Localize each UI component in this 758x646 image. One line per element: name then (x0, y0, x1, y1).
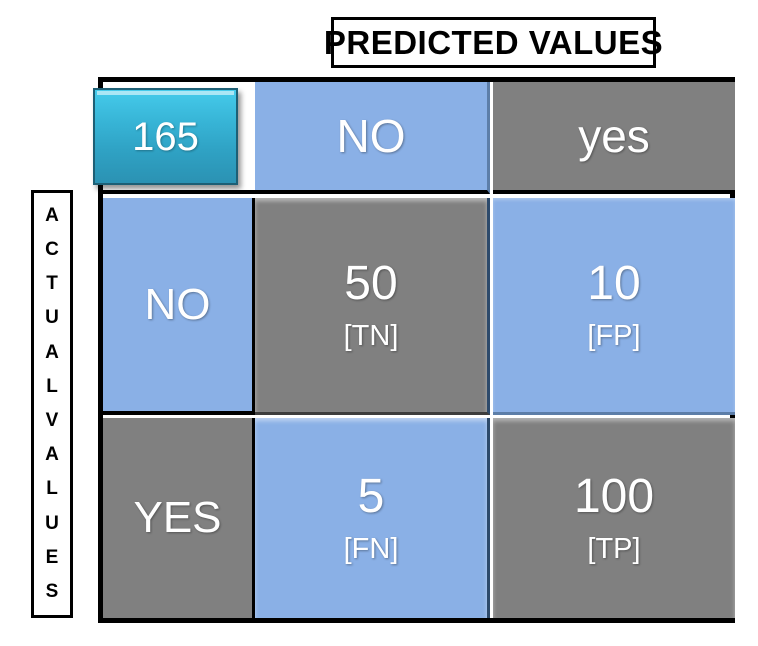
false-negative-value: 5 (357, 469, 385, 523)
true-positive-value: 100 (573, 469, 655, 523)
predicted-values-header: PREDICTED VALUES (324, 17, 663, 68)
actual-values-letter: T (46, 273, 58, 295)
actual-values-letter: V (45, 410, 59, 431)
true-negative-tag: [TN] (343, 319, 399, 352)
true-positive-tag: [TP] (587, 532, 641, 565)
confusion-matrix-grid: NO yes NO 50 [TN] 10 [FP] YES 5 [FN] 100… (98, 77, 735, 623)
matrix-cell-true-positive: 100 [TP] (493, 418, 735, 618)
total-count-badge: 165 (93, 88, 238, 185)
actual-values-letter: U (45, 512, 59, 534)
actual-values-letter: E (45, 546, 59, 568)
column-header-predicted-yes-text: yes (578, 110, 650, 162)
actual-values-letter: A (45, 341, 59, 363)
row-header-actual-no: NO (103, 198, 255, 415)
false-positive-value: 10 (587, 256, 641, 310)
matrix-cell-false-positive: 10 [FP] (493, 198, 735, 415)
false-negative-tag: [FN] (343, 532, 399, 565)
column-header-predicted-no-text: NO (336, 110, 406, 162)
row-header-actual-no-text: NO (144, 279, 211, 329)
true-negative-value: 50 (344, 256, 398, 310)
column-header-predicted-no: NO (255, 82, 490, 194)
actual-values-letter: A (45, 444, 59, 466)
actual-values-letter: S (45, 580, 59, 602)
false-positive-tag: [FP] (587, 319, 641, 352)
actual-values-letter: U (45, 307, 59, 329)
actual-values-letter: C (45, 239, 59, 261)
actual-values-letter: L (46, 478, 58, 500)
total-count-value: 165 (132, 114, 199, 159)
actual-values-letter: A (45, 204, 59, 226)
predicted-values-label-text: PREDICTED VALUES (323, 24, 664, 61)
actual-values-header: A C T U A L V A L U E S (31, 190, 73, 618)
matrix-cell-false-negative: 5 [FN] (255, 418, 490, 618)
actual-values-letter: L (46, 375, 58, 397)
row-header-actual-yes-text: YES (133, 493, 222, 542)
row-header-actual-yes: YES (103, 418, 255, 618)
column-header-predicted-yes: yes (493, 82, 735, 194)
matrix-cell-true-negative: 50 [TN] (255, 198, 490, 415)
